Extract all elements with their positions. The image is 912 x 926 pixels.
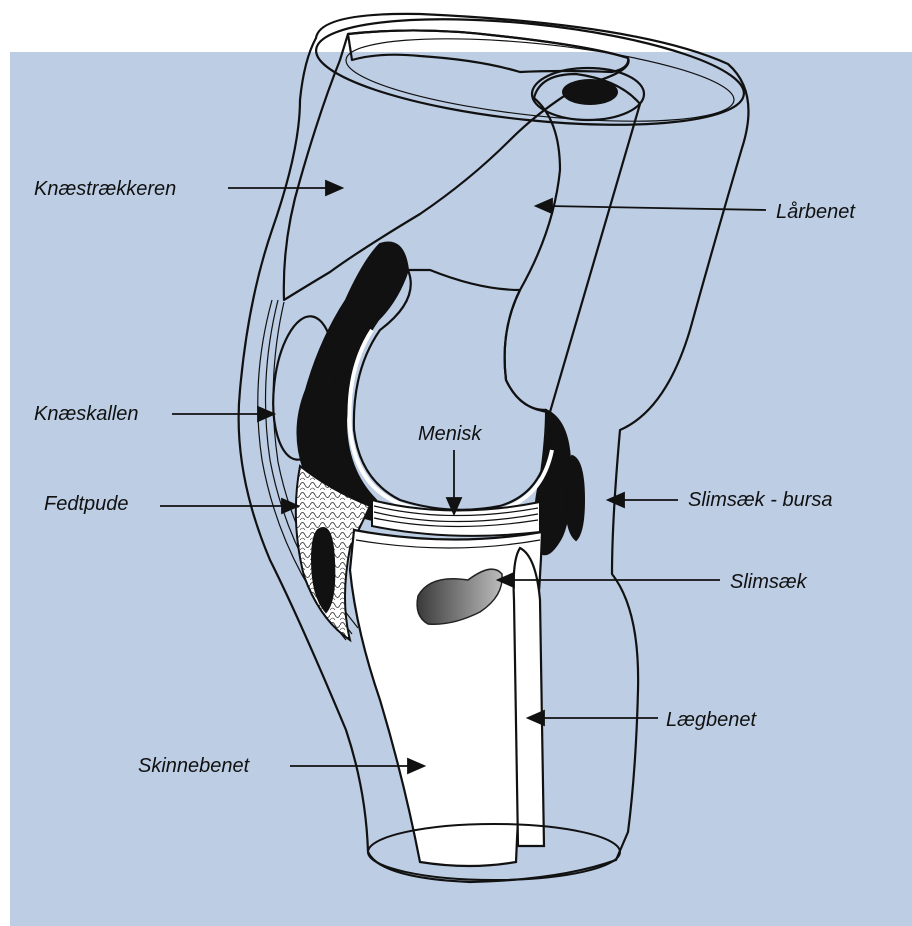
label-fibula: Lægbenet (666, 709, 758, 731)
femur-marrow (562, 79, 618, 105)
label-quadriceps: Knæstrækkeren (34, 178, 176, 200)
label-tibia: Skinnebenet (138, 755, 251, 777)
label-bursa: Slimsæk (730, 571, 808, 593)
label-meniscus: Menisk (418, 423, 482, 445)
label-fat-pad: Fedtpude (44, 493, 129, 515)
label-patella: Knæskallen (34, 403, 139, 425)
posterior-bursa (566, 456, 584, 540)
fibula (514, 548, 544, 846)
label-femur: Lårbenet (776, 201, 856, 223)
label-bursa-back: Slimsæk - bursa (688, 489, 832, 511)
